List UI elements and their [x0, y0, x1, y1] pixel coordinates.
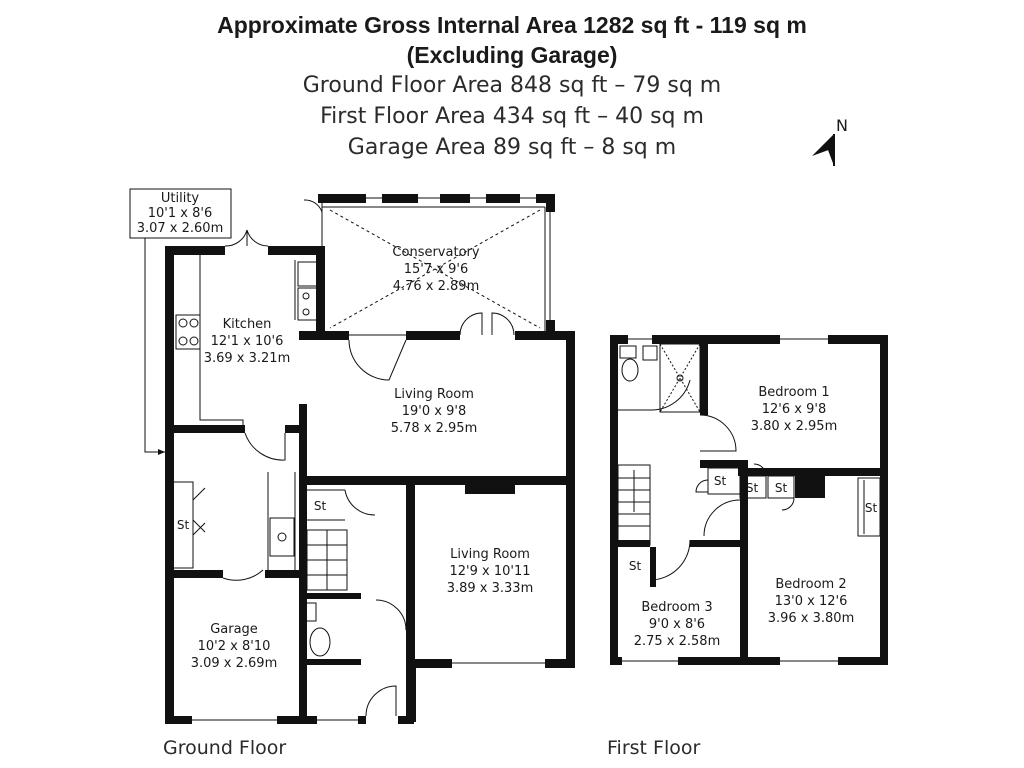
garage-area: Garage Area 89 sq ft – 8 sq m [347, 135, 677, 160]
bedroom-1-metric: 3.80 x 2.95m [751, 419, 838, 434]
storage-label: St [746, 481, 759, 495]
utility-metric: 3.07 x 2.60m [137, 221, 224, 236]
bedroom-1-name: Bedroom 1 [758, 385, 829, 400]
storage-label: St [314, 499, 327, 513]
bedroom-2-name: Bedroom 2 [775, 577, 846, 592]
living-room-2-name: Living Room [450, 547, 530, 562]
gross-area-title: Approximate Gross Internal Area 1282 sq … [217, 12, 807, 38]
garage-imperial: 10'2 x 8'10 [198, 639, 271, 654]
living-room-2-metric: 3.89 x 3.33m [447, 581, 534, 596]
garage-name: Garage [210, 622, 258, 637]
living-room-2-imperial: 12'9 x 10'11 [449, 564, 530, 579]
ground-floor-walls [165, 246, 575, 724]
bedroom-3-name: Bedroom 3 [641, 600, 712, 615]
living-room-1-name: Living Room [394, 387, 474, 402]
bedroom-2-metric: 3.96 x 3.80m [768, 611, 855, 626]
storage-label: St [177, 518, 190, 532]
bedroom-1-imperial: 12'6 x 9'8 [762, 402, 826, 417]
storage-label: St [714, 474, 727, 488]
utility-name: Utility [161, 191, 200, 206]
utility-label-box [129, 188, 232, 239]
storage-label: St [865, 501, 878, 515]
living-room-1-metric: 5.78 x 2.95m [391, 421, 478, 436]
room-labels: Utility 10'1 x 8'6 3.07 x 2.60m Conserva… [137, 191, 878, 671]
garage-metric: 3.09 x 2.69m [191, 656, 278, 671]
conservatory-name: Conservatory [392, 245, 479, 260]
bedroom-3-metric: 2.75 x 2.58m [634, 634, 721, 649]
utility-imperial: 10'1 x 8'6 [148, 206, 212, 221]
conservatory-metric: 4.76 x 2.89m [393, 279, 480, 294]
ground-floor-area: Ground Floor Area 848 sq ft – 79 sq m [302, 73, 722, 98]
ground-floor-label: Ground Floor [163, 737, 287, 759]
compass-north-label: N [836, 116, 848, 135]
kitchen-imperial: 12'1 x 10'6 [211, 334, 284, 349]
storage-label: St [775, 481, 788, 495]
first-floor-plan [610, 335, 888, 665]
kitchen-name: Kitchen [223, 317, 272, 332]
north-arrow-icon [812, 134, 835, 166]
living-room-1-imperial: 19'0 x 9'8 [402, 404, 466, 419]
excluding-garage-note: (Excluding Garage) [406, 42, 618, 68]
first-floor-label: First Floor [607, 737, 701, 759]
bedroom-3-imperial: 9'0 x 8'6 [649, 617, 705, 632]
first-floor-area: First Floor Area 434 sq ft – 40 sq m [320, 104, 704, 129]
storage-label: St [629, 559, 642, 573]
bedroom-2-imperial: 13'0 x 12'6 [775, 594, 848, 609]
kitchen-metric: 3.69 x 3.21m [204, 351, 291, 366]
ground-floor-plan [129, 188, 575, 724]
conservatory-imperial: 15'7 x 9'6 [404, 262, 468, 277]
first-floor-walls [610, 335, 888, 665]
